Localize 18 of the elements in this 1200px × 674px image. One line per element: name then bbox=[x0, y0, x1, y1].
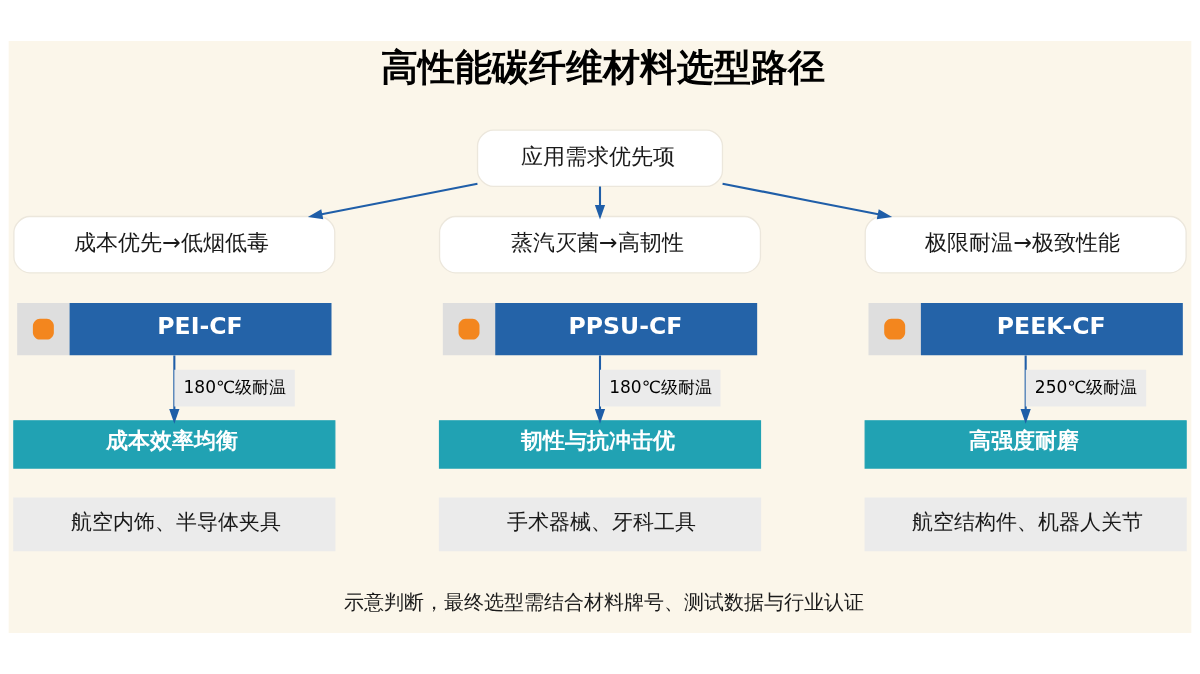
arrow bbox=[722, 182, 893, 220]
arrow bbox=[307, 182, 478, 220]
diagram-title: 高性能碳纤维材料选型路径 bbox=[381, 45, 826, 89]
edge-label: 250℃级耐温 bbox=[1034, 376, 1138, 397]
node-box: 极限耐温→极致性能 bbox=[864, 215, 1187, 274]
node-box: 蒸汽灭菌→高韧性 bbox=[438, 215, 762, 274]
arrow bbox=[169, 355, 180, 424]
node-box: 成本优先→低烟低毒 bbox=[13, 215, 336, 274]
edge-label: 180℃级耐温 bbox=[609, 376, 712, 397]
node-box: 应用需求优先项 bbox=[476, 129, 724, 188]
caption: 示意判断，最终选型需结合材料牌号、测试数据与行业认证 bbox=[343, 590, 864, 614]
node-box: 韧性与抗冲击优 bbox=[438, 420, 762, 469]
arrow bbox=[1020, 355, 1031, 424]
node-box: 成本效率均衡 bbox=[13, 420, 336, 469]
edge-label: 180℃级耐温 bbox=[183, 376, 287, 397]
arrow bbox=[594, 355, 606, 424]
node-box: 高强度耐磨 bbox=[864, 420, 1187, 469]
arrow bbox=[594, 186, 606, 220]
